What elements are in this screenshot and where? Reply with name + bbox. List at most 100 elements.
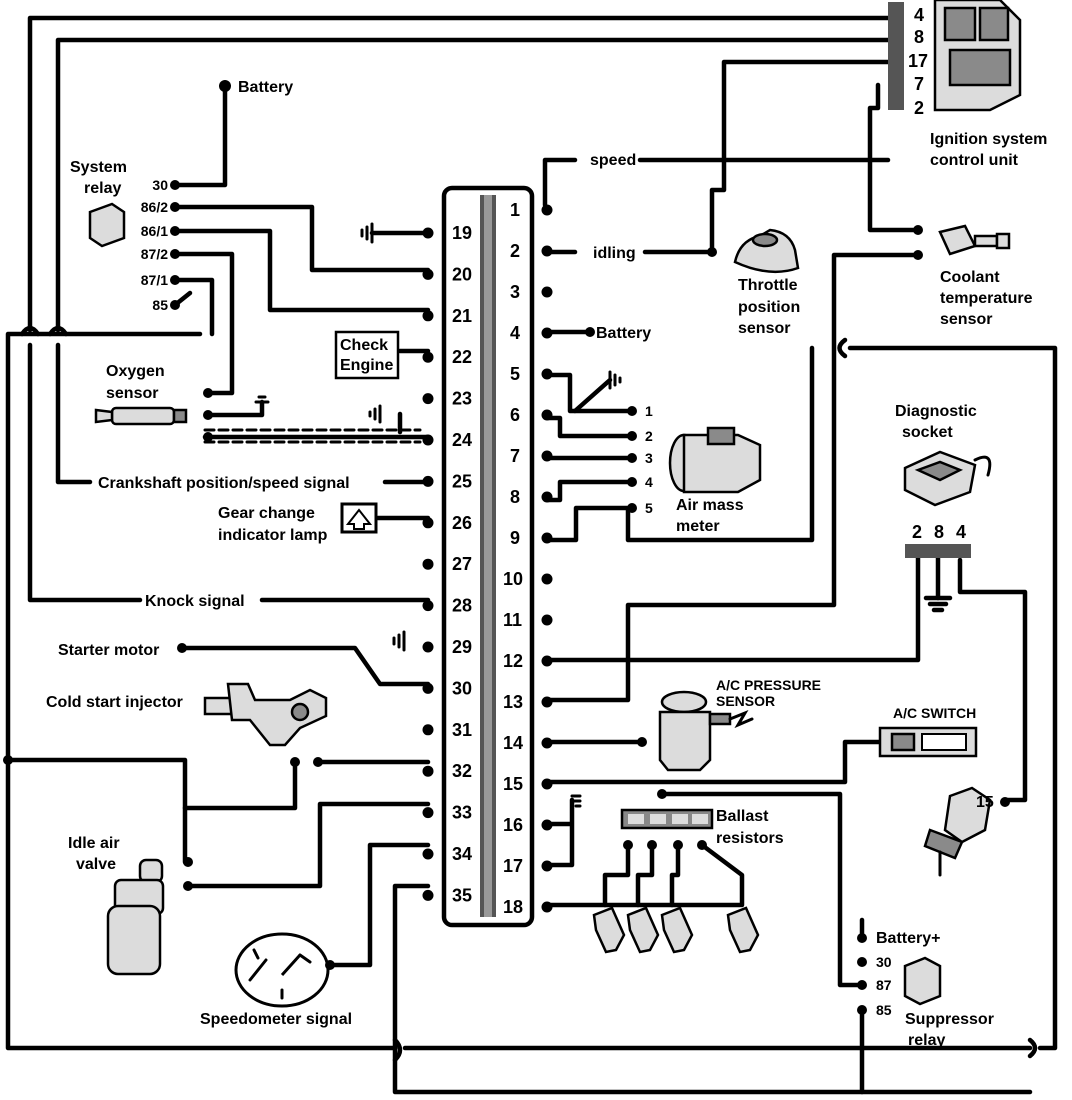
- air-mass-pin-4: 4: [645, 474, 653, 490]
- ecu-pin-dot-6: [541, 409, 553, 421]
- oxygen-label-line2: sensor: [106, 385, 158, 402]
- relay-pin-dot-30: [170, 180, 180, 190]
- coolant-label-line2: temperature: [940, 290, 1033, 307]
- ecu-pin-9: 9: [510, 528, 520, 548]
- check-engine-lamp: [334, 330, 400, 380]
- suppressor-pin-87-dot: [857, 980, 867, 990]
- air-mass-label-line2: meter: [676, 518, 720, 535]
- ecu-pin-12: 12: [503, 651, 523, 671]
- speed-label: speed: [590, 152, 636, 169]
- relay-pin-87/2: 87/2: [141, 246, 168, 262]
- gear-change-indicator-icon: [340, 502, 378, 534]
- air-mass-label-line1: Air mass: [676, 497, 744, 514]
- suppressor-pin-30: 30: [876, 954, 892, 970]
- ecu-pin-2: 2: [510, 241, 520, 261]
- suppressor-label-line2: relay: [908, 1032, 945, 1049]
- ecu-pin-20: 20: [452, 264, 472, 284]
- ecu-pin-dot-35: [422, 889, 434, 901]
- ecu-pin-22: 22: [452, 347, 472, 367]
- ecu-pin-5: 5: [510, 364, 520, 384]
- ecu-pin-13: 13: [503, 692, 523, 712]
- oxygen-pin-dot-1: [203, 388, 213, 398]
- diagnostic-pin-8: 8: [934, 522, 944, 542]
- battery-top-label: Battery: [238, 79, 293, 96]
- ecu-pin-dot-25: [422, 475, 434, 487]
- ecu-pin-17: 17: [503, 856, 523, 876]
- ac-switch-label: A/C SWITCH: [893, 705, 976, 721]
- relay-pin-86/1: 86/1: [141, 223, 168, 239]
- suppressor-pin-87: 87: [876, 977, 892, 993]
- battery-pin4-dot: [585, 327, 595, 337]
- gear-change-label-line2: indicator lamp: [218, 527, 328, 544]
- ecu-pin-dot-17: [541, 860, 553, 872]
- ecu-pin-31: 31: [452, 720, 472, 740]
- ecu-pin-dot-5: [541, 368, 553, 380]
- ignition-pin-4: 4: [914, 5, 924, 25]
- ecu-pin-dot-22: [422, 351, 434, 363]
- relay-pin-dot-85: [170, 300, 180, 310]
- ecu-pin-26: 26: [452, 513, 472, 533]
- ecu-pin-15: 15: [503, 774, 523, 794]
- idle-air-dot-1: [183, 857, 193, 867]
- ecu-pin-dot-24: [422, 434, 434, 446]
- relay-pin-dot-87/1: [170, 275, 180, 285]
- ecu-pin-dot-26: [422, 517, 434, 529]
- air-mass-pin-dot-5: [627, 503, 637, 513]
- coolant-label-line3: sensor: [940, 311, 992, 328]
- ballast-feed-dot: [657, 789, 667, 799]
- battery-plus-label: Battery+: [876, 930, 940, 947]
- relay-pin-30: 30: [152, 177, 168, 193]
- suppressor-pin-30-dot: [857, 957, 867, 967]
- ecu-pin-dot-8: [541, 491, 553, 503]
- cold-start-dot-1: [290, 757, 300, 767]
- oxygen-pin-dot-2: [203, 410, 213, 420]
- ecu-pin-dot-4: [541, 327, 553, 339]
- ecu-pin-dot-20: [422, 268, 434, 280]
- throttle-position-sensor-icon: [733, 228, 800, 274]
- ballast-resistors-icon: [620, 808, 714, 830]
- ignition-switch-icon: [923, 786, 992, 877]
- ignition-label-line1: Ignition system: [930, 131, 1047, 148]
- ecu-pin-dot-13: [541, 696, 553, 708]
- ecu-pin-dot-12: [541, 655, 553, 667]
- ecu-pin-10: 10: [503, 569, 523, 589]
- ecu-pin-29: 29: [452, 637, 472, 657]
- ecu-pin-dot-10: [541, 573, 553, 585]
- ecu-pin-19: 19: [452, 223, 472, 243]
- ac-switch-icon: [878, 726, 978, 758]
- coolant-label-line1: Coolant: [940, 269, 1000, 286]
- check-engine-label-line2: Engine: [340, 357, 393, 374]
- ignition-pin-7: 7: [914, 74, 924, 94]
- frame-junction-dot: [3, 755, 13, 765]
- ecu-pin-dot-30: [422, 682, 434, 694]
- ecu-pin-dot-28: [422, 600, 434, 612]
- ecu-pin-dot-9: [541, 532, 553, 544]
- air-mass-pin-2: 2: [645, 428, 653, 444]
- ecu-pin-30: 30: [452, 678, 472, 698]
- ballast-dot-4: [697, 840, 707, 850]
- knock-signal-label: Knock signal: [145, 593, 245, 610]
- relay-pin-87/1: 87/1: [141, 272, 168, 288]
- ignition-control-unit-icon: [888, 0, 1022, 112]
- starter-motor-dot: [177, 643, 187, 653]
- diagnostic-pin-4: 4: [956, 522, 966, 542]
- ecu-pin-dot-29: [422, 641, 434, 653]
- check-engine-label-line1: Check: [340, 337, 388, 354]
- ecu-pin-dot-15: [541, 778, 553, 790]
- air-mass-pin-3: 3: [645, 450, 653, 466]
- coolant-pin-b-dot: [913, 250, 923, 260]
- cold-start-dot-2: [313, 757, 323, 767]
- system-relay-icon: [88, 202, 126, 248]
- ecu-pin-dot-19: [422, 227, 434, 239]
- idle-air-valve-icon: [106, 858, 165, 976]
- air-mass-pin-dot-1: [627, 406, 637, 416]
- diagnostic-socket-icon: [903, 450, 992, 507]
- speedometer-icon: [234, 932, 335, 1008]
- ecu-pin-21: 21: [452, 306, 472, 326]
- ecu-pin-6: 6: [510, 405, 520, 425]
- ecu-pin-dot-7: [541, 450, 553, 462]
- air-mass-pin-1: 1: [645, 403, 653, 419]
- ecu-pin-11: 11: [503, 610, 522, 630]
